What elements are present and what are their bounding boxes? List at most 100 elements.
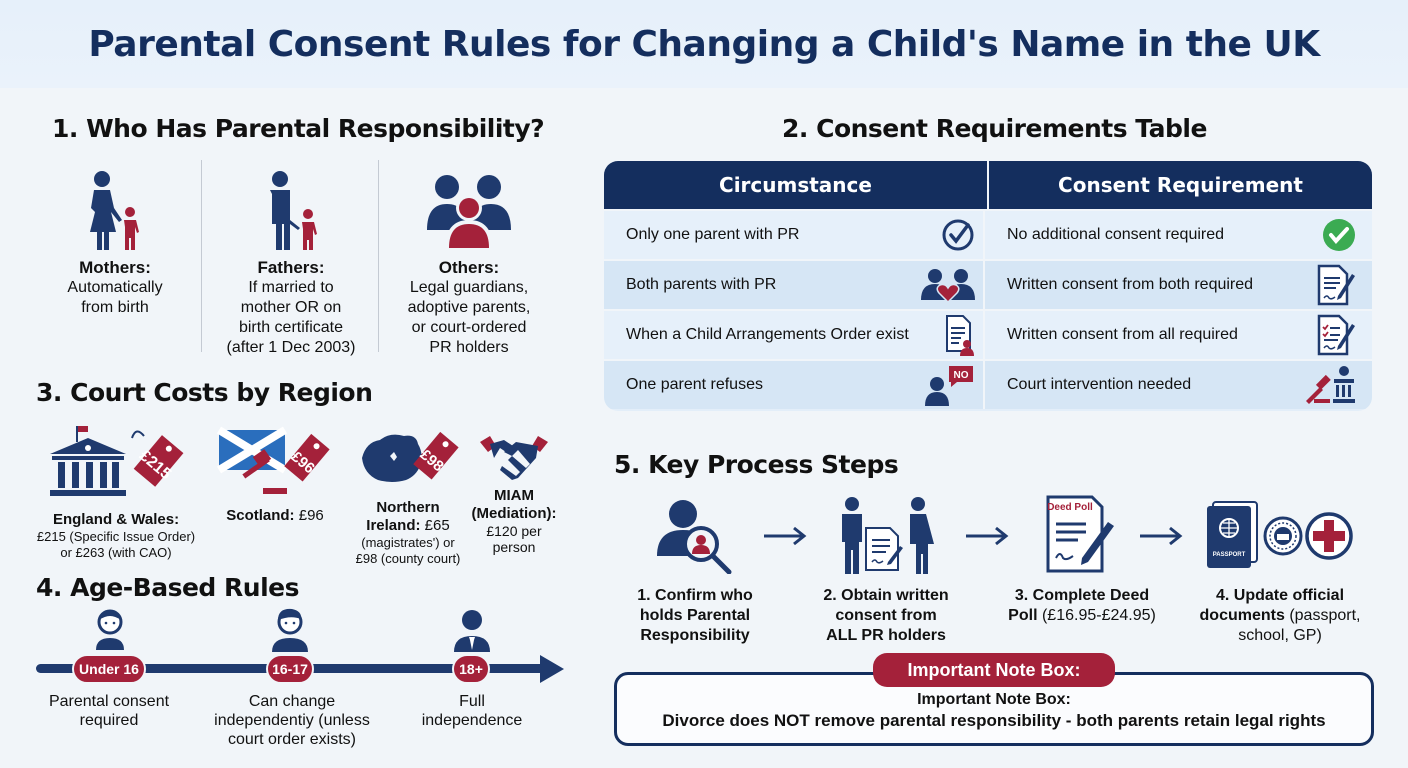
circumstance-cell: Only one parent with PR [626,226,800,243]
document-sign-icon [1317,264,1355,306]
region-detail: (magistrates') or [361,535,455,550]
requirement-cell: Written consent from all required [1007,326,1238,343]
adult-icon [454,610,490,652]
pr-fathers-desc-4: (after 1 Dec 2003) [226,339,356,356]
region-detail: £98 (county court) [355,551,461,566]
circumstance-cell: One parent refuses [626,376,763,393]
note-text: Divorce does NOT remove parental respons… [662,711,1326,730]
deed-poll-icon: Deed Poll [1046,495,1114,573]
pr-mothers-desc-2: from birth [81,299,149,316]
region-name: Scotland: [226,507,295,524]
official-documents-icon: PASSPORT [1207,501,1353,568]
mother-child-icon [40,160,190,250]
column-header-requirement: Consent Requirement [1058,173,1303,197]
arrow-right-icon [764,526,807,546]
group-people-icon [390,160,548,250]
northern-ireland-map-icon: £98 [362,431,459,482]
column-header-circumstance: Circumstance [604,161,989,209]
region-name: Northern [376,499,440,516]
pr-others-desc-4: PR holders [429,339,509,356]
pr-mothers: Mothers: Automatically from birth [40,160,190,318]
region-detail: person [492,539,536,555]
pr-others-desc-1: Legal guardians, [409,279,529,296]
region-name: England & Wales: [52,511,180,528]
order-document-icon [946,315,974,356]
pr-others-desc-3: or court-ordered [411,319,527,336]
pr-mothers-desc-1: Automatically [67,279,163,296]
region-detail: £120 per [486,523,542,539]
cost-england-wales: £215 England & Wales: £215 (Specific Iss… [36,424,196,561]
age-pill-16-17: 16-17 [266,654,314,684]
pr-fathers-desc-1: If married to [248,279,334,296]
table-row: Only one parent with PR No additional co… [604,209,1372,259]
two-parents-heart-icon [921,269,975,302]
green-check-icon [1323,219,1355,251]
svg-text:NO: NO [954,370,969,381]
pr-fathers: Fathers: If married to mother OR on birt… [212,160,370,358]
table-header: Circumstance Consent Requirement [604,161,1372,209]
cost-miam: MIAM (Mediation): £120 per person [464,432,564,555]
timeline-arrow-icon [540,655,564,683]
checklist-sign-icon [1317,314,1355,356]
note-title: Important Note Box: [917,691,1071,708]
pr-mothers-name: Mothers: [79,258,151,277]
table-row: One parent refuses NO Court intervention… [604,359,1372,409]
svg-text:Deed Poll: Deed Poll [1047,502,1093,513]
cost-northern-ireland: £98 Northern Ireland: £65 (magistrates')… [352,428,464,567]
region-value: £65 [424,517,450,534]
parents-document-icon [842,497,934,574]
check-circle-icon [942,219,974,251]
courthouse-icon: £215 [50,426,184,496]
circumstance-cell: When a Child Arrangements Order exist [626,326,909,343]
region-name: (Mediation): [471,505,557,522]
section-5-title: 5. Key Process Steps [614,450,899,479]
pr-fathers-name: Fathers: [257,258,325,277]
header-banner: Parental Consent Rules for Changing a Ch… [0,0,1408,88]
region-name: Ireland: [366,517,421,534]
pr-fathers-desc-2: mother OR on [240,299,342,316]
consent-requirements-table: Circumstance Consent Requirement Only on… [604,161,1372,411]
divider [378,160,379,352]
svg-text:PASSPORT: PASSPORT [1213,552,1246,558]
region-detail: or £263 (with CAO) [60,545,172,560]
father-child-icon [212,160,370,250]
region-detail: £215 (Specific Issue Order) [36,529,196,544]
gavel-court-icon [1306,366,1355,404]
requirement-cell: No additional consent required [1007,226,1225,243]
pr-others-desc-2: adoptive parents, [407,299,531,316]
person-search-icon [657,500,732,574]
arrow-right-icon [1140,526,1183,546]
region-value: £96 [298,507,324,524]
pr-others-name: Others: [438,258,500,277]
requirement-cell: Written consent from both required [1007,276,1254,293]
teen-icon [272,608,308,652]
region-name: MIAM [494,487,534,504]
table-row: When a Child Arrangements Order exist Wr… [604,309,1372,359]
pr-fathers-desc-3: birth certificate [238,319,344,336]
pr-others: Others: Legal guardians, adoptive parent… [390,160,548,358]
section-2-title: 2. Consent Requirements Table [782,114,1207,143]
table-row: Both parents with PR Written consent fro… [604,259,1372,309]
page-title: Parental Consent Rules for Changing a Ch… [88,23,1320,65]
person-no-icon: NO [925,366,973,406]
handshake-icon [480,436,548,480]
circumstance-cell: Both parents with PR [626,276,777,293]
scotland-flag-gavel-icon: £96 [216,426,330,494]
section-3-title: 3. Court Costs by Region [36,378,373,407]
arrow-right-icon [966,526,1009,546]
age-pill-18-plus: 18+ [452,654,490,684]
requirement-cell: Court intervention needed [1007,376,1192,393]
age-pill-under-16: Under 16 [72,654,146,684]
divider [201,160,202,352]
child-icon [96,609,124,650]
section-4-title: 4. Age-Based Rules [36,573,300,602]
note-badge: Important Note Box: [873,653,1115,687]
section-1-title: 1. Who Has Parental Responsibility? [52,114,545,143]
